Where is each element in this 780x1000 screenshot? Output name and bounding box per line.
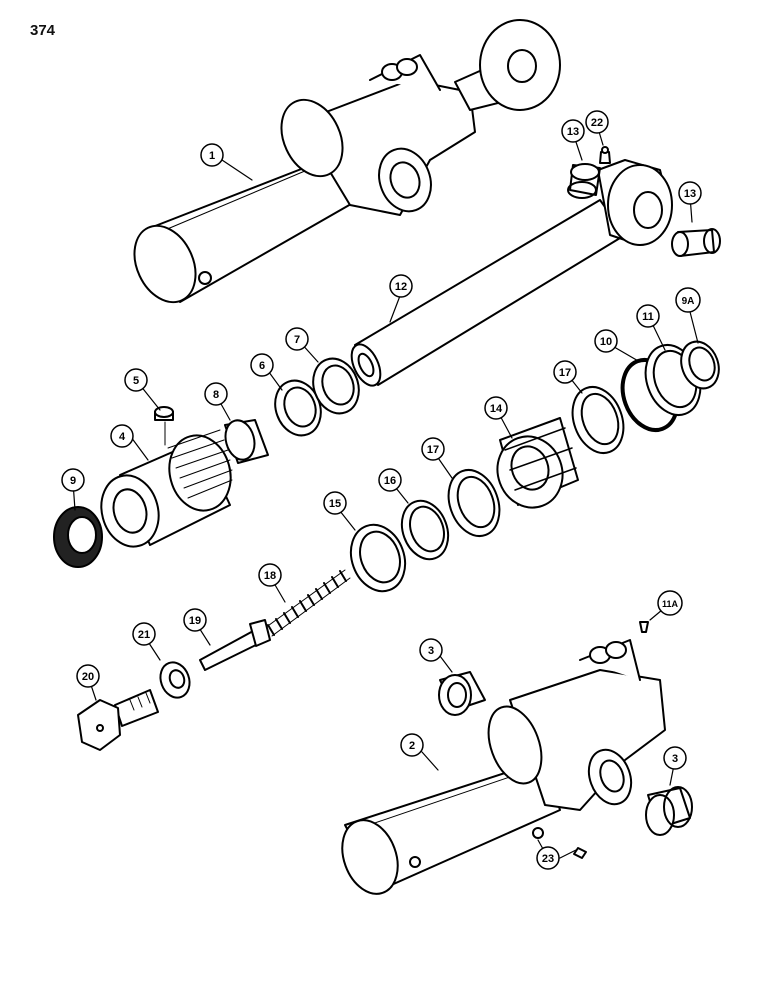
callout-19: 19 xyxy=(183,608,207,632)
callout-23: 23 xyxy=(536,846,560,870)
callout-1: 1 xyxy=(200,143,224,167)
bushing-part-13-right xyxy=(671,228,721,257)
callout-13-left: 13 xyxy=(561,119,585,143)
callout-10: 10 xyxy=(594,329,618,353)
wear-ring-part-15 xyxy=(349,523,407,593)
callout-21: 21 xyxy=(132,622,156,646)
svg-text:16: 16 xyxy=(384,475,396,487)
piston-part-14 xyxy=(496,417,579,509)
bushing-part-13-left xyxy=(567,163,601,199)
svg-text:21: 21 xyxy=(138,629,150,641)
piston-rod-part-12 xyxy=(350,159,673,387)
page-number: 374 xyxy=(30,22,56,39)
ring-part-17-right xyxy=(571,386,625,454)
fitting-part-11a xyxy=(639,621,649,633)
svg-text:2: 2 xyxy=(409,740,415,752)
callout-group: 1 2 3 3 4 5 6 7 8 9 9A 10 11 11A 12 13 1… xyxy=(61,110,702,870)
callout-2: 2 xyxy=(400,733,424,757)
svg-text:11: 11 xyxy=(642,311,654,323)
svg-text:12: 12 xyxy=(395,281,407,293)
callout-8: 8 xyxy=(204,382,228,406)
callout-11a: 11A xyxy=(657,590,683,616)
svg-text:18: 18 xyxy=(264,570,276,582)
svg-text:13: 13 xyxy=(567,126,579,138)
svg-text:3: 3 xyxy=(428,645,434,657)
callout-11: 11 xyxy=(636,304,660,328)
svg-text:15: 15 xyxy=(329,498,341,510)
callout-9a: 9A xyxy=(675,287,701,313)
nut-part-9 xyxy=(53,506,103,568)
callout-5: 5 xyxy=(124,368,148,392)
callout-22: 22 xyxy=(585,110,609,134)
gland-part-4 xyxy=(100,429,233,548)
callout-17-left: 17 xyxy=(421,437,445,461)
svg-text:6: 6 xyxy=(259,360,265,372)
plug-part-5 xyxy=(154,406,174,446)
callout-3-left: 3 xyxy=(419,638,443,662)
bushing-part-3-right xyxy=(645,786,693,836)
callout-17-right: 17 xyxy=(553,360,577,384)
svg-text:20: 20 xyxy=(82,671,94,683)
svg-text:7: 7 xyxy=(294,334,300,346)
seal-part-9a xyxy=(680,340,720,390)
spring-part-18 xyxy=(264,569,351,637)
plunger-part-19 xyxy=(199,619,271,671)
callout-6: 6 xyxy=(250,353,274,377)
fitting-part-23 xyxy=(532,827,587,859)
washer-part-21 xyxy=(159,661,191,699)
svg-text:8: 8 xyxy=(213,389,219,401)
callout-9: 9 xyxy=(61,468,85,492)
svg-text:14: 14 xyxy=(490,403,503,415)
callout-12: 12 xyxy=(389,274,413,298)
callout-20: 20 xyxy=(76,664,100,688)
callout-18: 18 xyxy=(258,563,282,587)
ring-part-16 xyxy=(400,499,450,561)
cylinder-barrel-part-1 xyxy=(133,19,561,304)
callout-3-right: 3 xyxy=(663,746,687,770)
svg-text:5: 5 xyxy=(133,375,139,387)
grease-fitting-part-22 xyxy=(599,146,611,164)
ring-part-17-left xyxy=(447,469,501,537)
svg-text:9: 9 xyxy=(70,475,76,487)
svg-text:19: 19 xyxy=(189,615,201,627)
callout-13-right: 13 xyxy=(678,181,702,205)
svg-text:11A: 11A xyxy=(662,599,679,609)
callout-16: 16 xyxy=(378,468,402,492)
callout-7: 7 xyxy=(285,327,309,351)
bushing-part-8 xyxy=(224,419,269,464)
svg-text:13: 13 xyxy=(684,188,696,200)
ring-part-7 xyxy=(312,357,360,415)
callout-14: 14 xyxy=(484,396,508,420)
svg-text:3: 3 xyxy=(672,753,678,765)
svg-text:1: 1 xyxy=(209,150,215,162)
bolt-part-20 xyxy=(77,689,159,751)
bushing-part-3-left xyxy=(438,671,486,716)
cylinder-barrel-part-2 xyxy=(341,639,666,895)
svg-text:23: 23 xyxy=(542,853,554,865)
svg-text:17: 17 xyxy=(559,367,571,379)
callout-4: 4 xyxy=(110,424,134,448)
callout-15: 15 xyxy=(323,491,347,515)
svg-text:9A: 9A xyxy=(682,296,695,307)
svg-text:22: 22 xyxy=(591,117,603,129)
svg-text:10: 10 xyxy=(600,336,612,348)
svg-text:4: 4 xyxy=(119,431,126,443)
svg-text:17: 17 xyxy=(427,444,439,456)
